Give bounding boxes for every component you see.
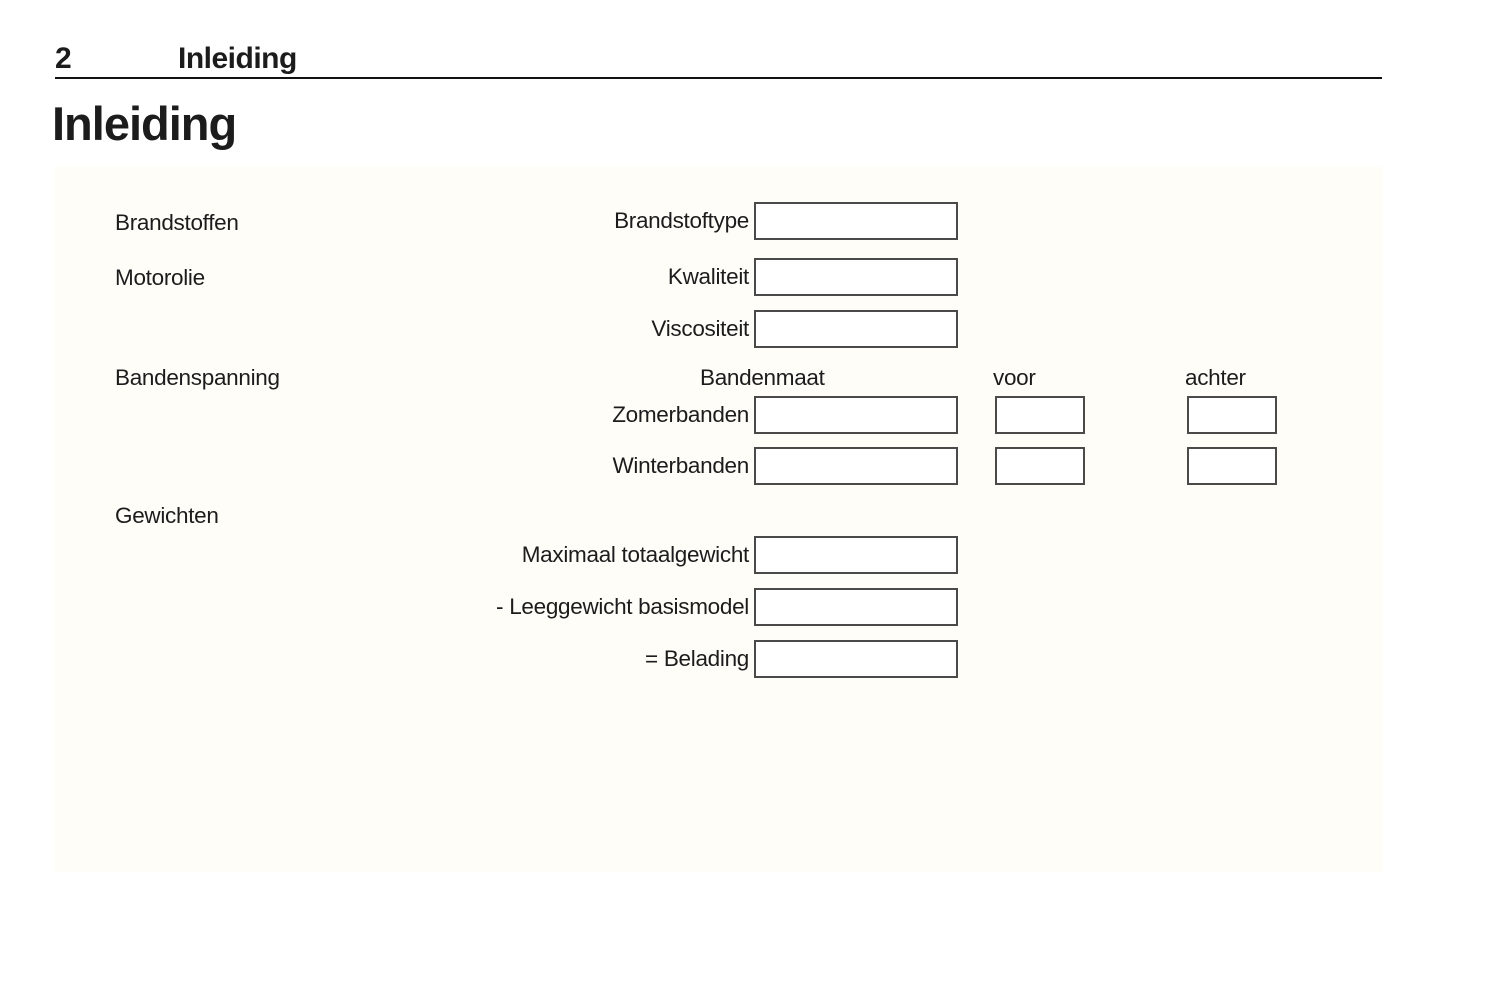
category-gewichten: Gewichten bbox=[115, 503, 219, 528]
page-number: 2 bbox=[55, 42, 72, 75]
label-belading: = Belading bbox=[645, 646, 749, 671]
input-box-kwaliteit[interactable] bbox=[754, 258, 958, 296]
column-header-voor: voor bbox=[993, 365, 1036, 390]
input-box-viscositeit[interactable] bbox=[754, 310, 958, 348]
label-leeggewicht-basismodel: - Leeggewicht basismodel bbox=[496, 594, 749, 619]
category-bandenspanning: Bandenspanning bbox=[115, 365, 280, 390]
input-box-maximaal-totaalgewicht[interactable] bbox=[754, 536, 958, 574]
input-box-winterbanden-achter[interactable] bbox=[1187, 447, 1277, 485]
input-box-leeggewicht-basismodel[interactable] bbox=[754, 588, 958, 626]
category-brandstoffen: Brandstoffen bbox=[115, 210, 239, 235]
spec-panel: Brandstoffen Motorolie Bandenspanning Ge… bbox=[55, 167, 1383, 872]
input-box-winterbanden-maat[interactable] bbox=[754, 447, 958, 485]
category-motorolie: Motorolie bbox=[115, 265, 205, 290]
label-brandstoftype: Brandstoftype bbox=[614, 208, 749, 233]
column-header-achter: achter bbox=[1185, 365, 1246, 390]
input-box-belading[interactable] bbox=[754, 640, 958, 678]
label-kwaliteit: Kwaliteit bbox=[667, 264, 749, 289]
input-box-winterbanden-voor[interactable] bbox=[995, 447, 1085, 485]
column-header-bandenmaat: Bandenmaat bbox=[700, 365, 825, 390]
input-box-zomerbanden-maat[interactable] bbox=[754, 396, 958, 434]
label-viscositeit: Viscositeit bbox=[651, 316, 749, 341]
label-zomerbanden: Zomerbanden bbox=[612, 402, 749, 427]
input-box-zomerbanden-achter[interactable] bbox=[1187, 396, 1277, 434]
input-box-brandstoftype[interactable] bbox=[754, 202, 958, 240]
label-maximaal-totaalgewicht: Maximaal totaalgewicht bbox=[521, 542, 750, 567]
header-rule bbox=[55, 77, 1382, 79]
page-title: Inleiding bbox=[52, 97, 237, 150]
running-header-chapter: Inleiding bbox=[178, 42, 297, 75]
label-winterbanden: Winterbanden bbox=[612, 453, 750, 478]
input-box-zomerbanden-voor[interactable] bbox=[995, 396, 1085, 434]
